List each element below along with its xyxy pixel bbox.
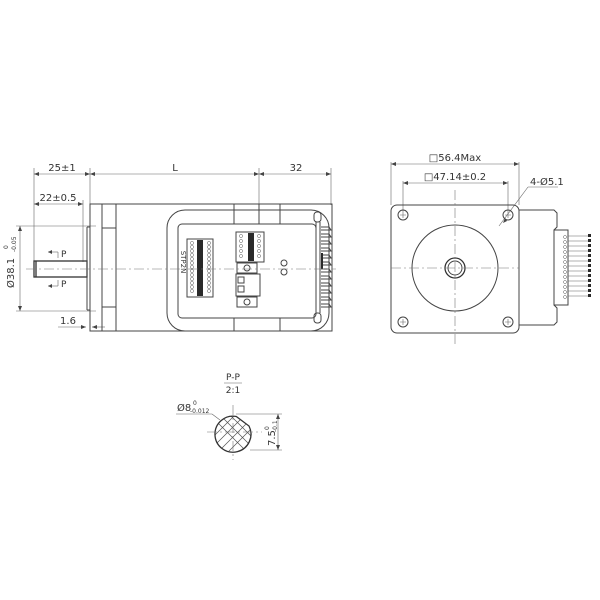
dim-driver-length: 32 (258, 163, 332, 212)
power-connector (235, 262, 261, 308)
dim-shaft-diameter-label: Ø8 (177, 402, 191, 414)
dim-flange-thickness: 1.6 (58, 316, 105, 329)
dim-body-length-label: L (172, 163, 178, 174)
dim-flat-tol-upper: 0 (264, 426, 271, 430)
dim-hole-spacing: □47.14±0.2 (402, 172, 509, 212)
dim-boss-diameter-label: Ø38.1 (5, 258, 17, 288)
dim-flat-tol-lower: -0.1 (272, 420, 279, 432)
mount-holes (397, 209, 514, 328)
heatsink-fins (321, 226, 332, 308)
dim-flange-thickness-label: 1.6 (60, 316, 76, 327)
dim-flange-square-label: □56.4Max (429, 153, 481, 164)
dim-shaft-diameter: Ø8 0 -0.012 (176, 400, 221, 421)
dim-mount-holes: 4-Ø5.1 (498, 176, 564, 227)
section-mark-top: P (48, 250, 67, 260)
dim-flat-height: 7.5 0 -0.1 (236, 413, 282, 451)
driver-model-label: STP2N (179, 251, 187, 274)
section-view: P-P 2:1 Ø8 0 -0.012 (176, 373, 282, 460)
dim-flat-height-label: 7.5 (267, 430, 278, 446)
dim-hole-spacing-label: □47.14±0.2 (424, 172, 486, 183)
dim-boss-tol-upper: 0 (3, 245, 10, 249)
dim-shaft-flat: 22±0.5 (34, 193, 84, 262)
dim-shaft-tol-lower: -0.012 (190, 408, 210, 415)
status-leds (280, 259, 288, 276)
front-view: □56.4Max □47.14±0.2 4-Ø5.1 (390, 153, 591, 345)
section-mark-bottom-label: P (61, 280, 67, 290)
dim-shaft-tol-upper: 0 (193, 400, 197, 407)
dim-mount-holes-label: 4-Ø5.1 (530, 176, 564, 188)
terminal-block-main: STP2N (179, 238, 214, 298)
terminal-block-small (235, 231, 265, 263)
dim-body-length: L (90, 163, 259, 176)
dim-shaft-flat-label: 22±0.5 (39, 193, 76, 204)
front-driver-box (519, 209, 591, 326)
dim-driver-length-label: 32 (290, 163, 303, 174)
section-title: P-P (226, 373, 240, 383)
section-scale: 2:1 (226, 386, 240, 396)
dim-flange-square: □56.4Max (390, 153, 520, 205)
section-mark-bottom: P (48, 280, 67, 290)
shaft-section (207, 405, 262, 460)
section-mark-top-label: P (61, 250, 67, 260)
dim-boss-diameter: Ø38.1 0 -0.05 (3, 225, 96, 312)
motor-body (89, 203, 333, 332)
motor-shaft (33, 226, 90, 311)
side-view: 25±1 L 32 22±0.5 (3, 163, 336, 332)
dim-shaft-length-label: 25±1 (48, 163, 75, 174)
dim-boss-tol-lower: -0.05 (11, 236, 18, 252)
driver-housing (166, 204, 330, 332)
